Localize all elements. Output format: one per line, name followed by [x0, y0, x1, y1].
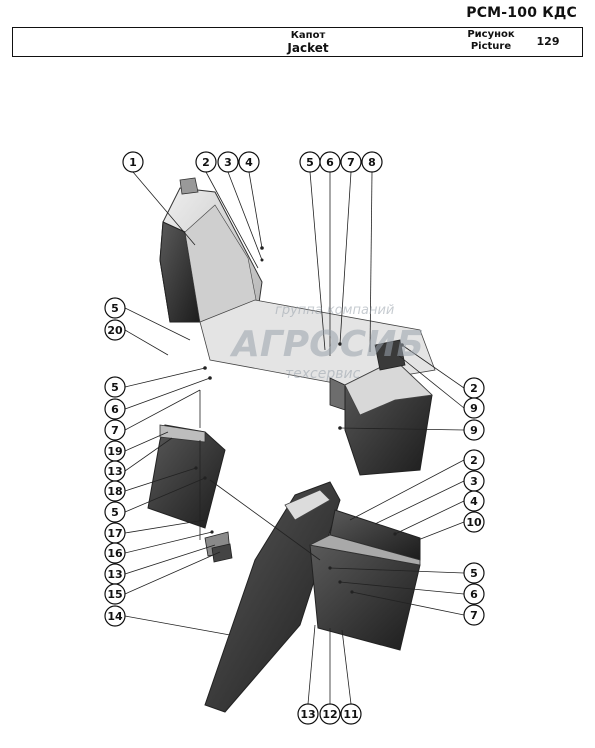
- callout: 1: [122, 151, 144, 173]
- callout: 17: [104, 522, 126, 544]
- leader-lines: [124, 171, 465, 705]
- callout: 7: [463, 604, 485, 626]
- svg-text:4: 4: [470, 495, 478, 508]
- svg-text:17: 17: [107, 527, 122, 540]
- callout: 4: [238, 151, 260, 173]
- title-russian: Капот: [290, 30, 326, 41]
- lower-right-panels: [308, 509, 421, 651]
- callout: 2: [463, 449, 485, 471]
- left-lower-panel: [147, 424, 226, 529]
- callout: 15: [104, 583, 126, 605]
- svg-text:20: 20: [107, 324, 123, 337]
- small-bracket: [204, 531, 233, 563]
- middle-top-panel: [199, 299, 436, 411]
- svg-text:2: 2: [470, 382, 478, 395]
- svg-text:3: 3: [224, 156, 232, 169]
- fasteners: [194, 246, 404, 594]
- svg-text:7: 7: [347, 156, 355, 169]
- watermark-line-1: группа компаний: [275, 303, 394, 318]
- callout: 11: [340, 703, 362, 725]
- svg-text:12: 12: [322, 708, 337, 721]
- svg-text:13: 13: [107, 568, 122, 581]
- svg-text:2: 2: [470, 454, 478, 467]
- svg-text:7: 7: [111, 424, 119, 437]
- upper-left-panel: [159, 177, 263, 323]
- svg-text:9: 9: [470, 402, 478, 415]
- svg-text:1: 1: [129, 156, 137, 169]
- title-block: Капот Jacket Рисунок Picture 129: [12, 27, 583, 57]
- svg-text:5: 5: [111, 381, 119, 394]
- callout: 14: [104, 605, 126, 627]
- callout: 10: [463, 511, 485, 533]
- callout: 6: [463, 583, 485, 605]
- callout: 4: [463, 490, 485, 512]
- svg-text:3: 3: [470, 475, 478, 488]
- svg-text:11: 11: [343, 708, 358, 721]
- callout: 3: [463, 470, 485, 492]
- svg-text:5: 5: [306, 156, 314, 169]
- upper-right-panel: [344, 339, 433, 476]
- callout: 12: [319, 703, 341, 725]
- svg-text:19: 19: [107, 445, 122, 458]
- callout: 7: [340, 151, 362, 173]
- svg-text:13: 13: [300, 708, 315, 721]
- svg-text:2: 2: [202, 156, 210, 169]
- svg-text:6: 6: [111, 403, 119, 416]
- svg-text:7: 7: [470, 609, 478, 622]
- svg-text:9: 9: [470, 424, 478, 437]
- watermark: группа компаний АГРОСИБ техсервис: [229, 303, 424, 382]
- callout: 8: [361, 151, 383, 173]
- callout: 5: [463, 562, 485, 584]
- callout: 19: [104, 440, 126, 462]
- picture-label-english: Picture: [470, 41, 512, 52]
- model-designation: РСМ-100 КДС: [466, 5, 577, 21]
- callout: 20: [104, 319, 126, 341]
- callouts: 1 2 3 4 5 6 7 8 5 20 5 6 7 19 13 18 5 17…: [104, 151, 485, 725]
- callout: 6: [319, 151, 341, 173]
- svg-text:8: 8: [368, 156, 376, 169]
- picture-number: 129: [536, 35, 560, 48]
- callout: 3: [217, 151, 239, 173]
- callout: 5: [299, 151, 321, 173]
- callout: 2: [195, 151, 217, 173]
- picture-label-russian: Рисунок: [467, 29, 515, 40]
- watermark-line-3: техсервис: [285, 366, 361, 382]
- callout: 5: [104, 297, 126, 319]
- svg-text:10: 10: [466, 516, 482, 529]
- svg-text:15: 15: [107, 588, 122, 601]
- svg-text:5: 5: [111, 506, 119, 519]
- svg-text:5: 5: [470, 567, 478, 580]
- svg-text:5: 5: [111, 302, 119, 315]
- title-english: Jacket: [287, 41, 329, 55]
- svg-text:13: 13: [107, 465, 122, 478]
- callout: 5: [104, 501, 126, 523]
- callout: 13: [104, 460, 126, 482]
- svg-text:16: 16: [107, 547, 123, 560]
- svg-text:6: 6: [470, 588, 478, 601]
- svg-text:6: 6: [326, 156, 334, 169]
- svg-text:18: 18: [107, 485, 122, 498]
- svg-text:14: 14: [107, 610, 123, 623]
- callout: 6: [104, 398, 126, 420]
- callout: 2: [463, 377, 485, 399]
- svg-text:4: 4: [245, 156, 253, 169]
- watermark-line-2: АГРОСИБ: [229, 324, 424, 365]
- callout: 18: [104, 480, 126, 502]
- callout: 13: [104, 563, 126, 585]
- callout: 5: [104, 376, 126, 398]
- callout: 13: [297, 703, 319, 725]
- callout: 9: [463, 397, 485, 419]
- large-lower-panel: [204, 481, 341, 713]
- callout: 16: [104, 542, 126, 564]
- callout: 7: [104, 419, 126, 441]
- callout: 9: [463, 419, 485, 441]
